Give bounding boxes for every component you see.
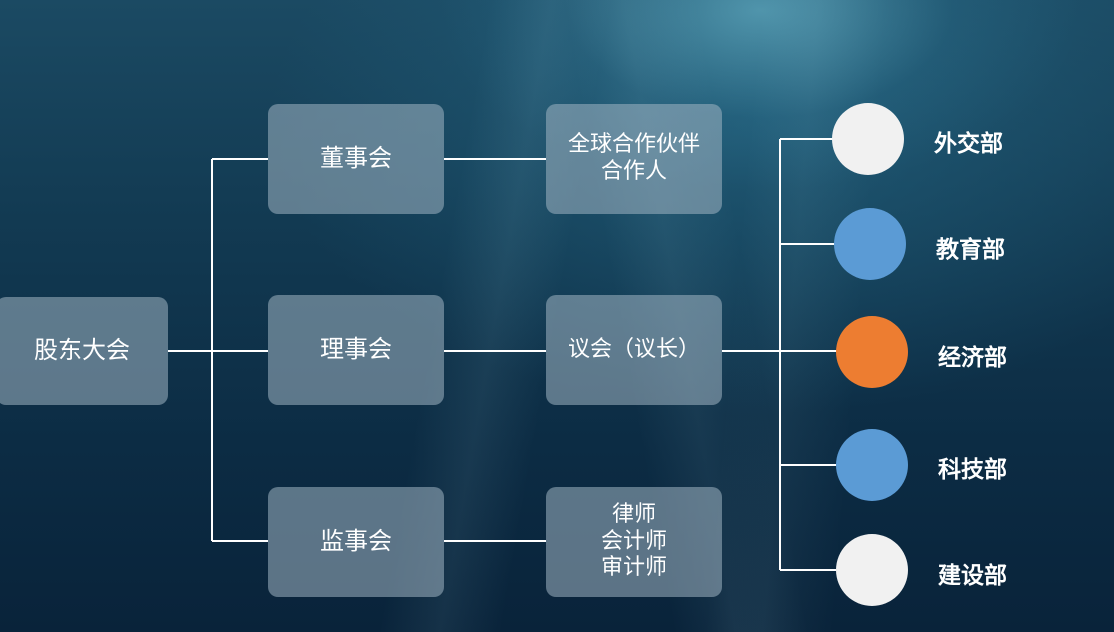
dept-label-2: 教育部 [936,237,1005,263]
dept-circle-2 [834,208,906,280]
node-advisors: 律师 会计师 审计师 [546,487,722,597]
node-parliament: 议会（议长） [546,295,722,405]
node-shareholders: 股东大会 [0,297,168,405]
node-supervisory-board: 监事会 [268,487,444,597]
dept-circle-1 [832,103,904,175]
dept-label-5: 建设部 [938,563,1007,589]
node-global-partners: 全球合作伙伴 合作人 [546,104,722,214]
node-board-of-directors: 董事会 [268,104,444,214]
dept-label-3: 经济部 [938,345,1007,371]
dept-circle-5 [836,534,908,606]
dept-circle-4 [836,429,908,501]
dept-label-4: 科技部 [938,457,1007,483]
dept-circle-3 [836,316,908,388]
node-council: 理事会 [268,295,444,405]
dept-label-1: 外交部 [934,131,1003,157]
